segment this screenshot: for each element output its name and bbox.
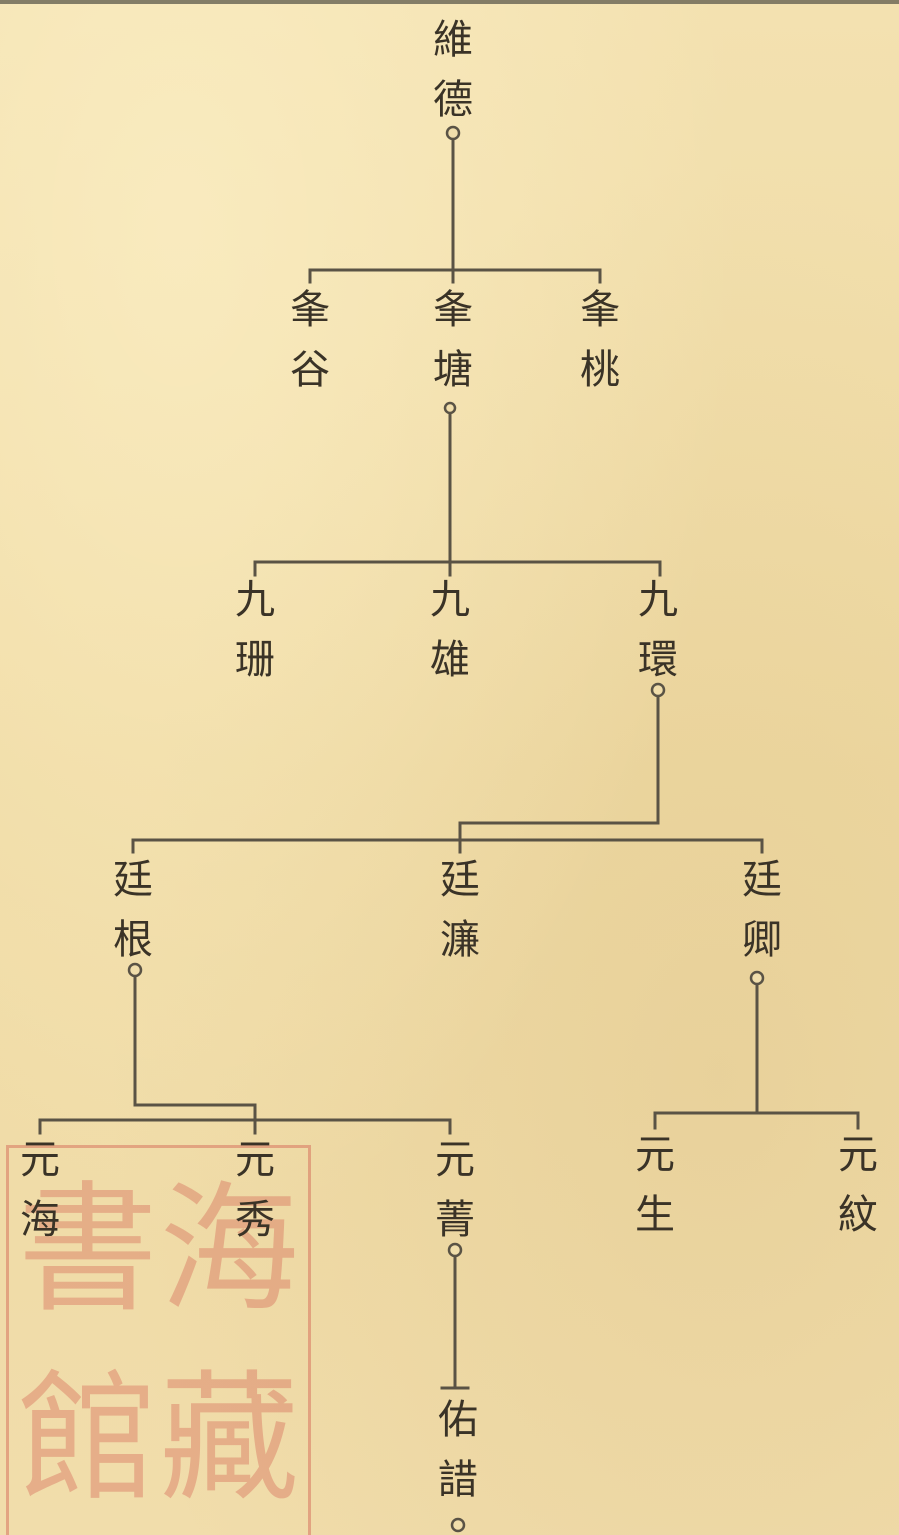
name-char: 夆 [290,287,330,333]
name-char: 諎 [438,1457,478,1503]
name-char: 菁 [435,1197,475,1243]
person-tingqing: 廷 卿 [730,850,794,970]
top-border-line [0,0,899,4]
name-char: 珊 [235,637,275,683]
person-yuanjing: 元 菁 [423,1130,487,1250]
name-char: 廷 [113,857,153,903]
node-marker [447,1242,463,1258]
person-weide: 維 德 [421,10,485,130]
name-char: 九 [235,577,275,623]
name-char: 夆 [580,287,620,333]
name-char: 九 [430,577,470,623]
name-char: 谷 [290,347,330,393]
person-fenggu: 夆 谷 [278,280,342,400]
seal-char: 館 [17,1358,158,1522]
person-fengtang: 夆 塘 [421,280,485,400]
name-char: 元 [435,1137,475,1183]
node-marker [650,682,666,698]
name-char: 德 [433,77,473,123]
name-char: 元 [635,1132,675,1178]
name-char: 卿 [742,917,782,963]
name-char: 塘 [433,347,473,393]
name-char: 佑 [438,1397,478,1443]
node-marker [749,970,765,986]
person-jiushan: 九 珊 [223,570,287,690]
name-char: 生 [635,1192,675,1238]
library-seal-stamp: 書 海 館 藏 [6,1145,311,1535]
name-char: 九 [638,577,678,623]
name-char: 環 [638,637,678,683]
name-char: 廷 [440,857,480,903]
node-marker [127,962,143,978]
name-char: 夆 [433,287,473,333]
person-tinglian: 廷 濂 [428,850,492,970]
node-marker [445,125,461,141]
name-char: 海 [20,1197,60,1243]
name-char: 雄 [430,637,470,683]
name-char: 濂 [440,917,480,963]
node-marker [443,401,457,415]
name-char: 紋 [838,1192,878,1238]
person-jiuxiong: 九 雄 [418,570,482,690]
seal-char: 藏 [159,1358,300,1522]
person-yuanxiu: 元 秀 [223,1130,287,1250]
name-char: 廷 [742,857,782,903]
name-char: 維 [433,17,473,63]
seal-char: 海 [159,1168,300,1332]
person-tinggen: 廷 根 [101,850,165,970]
person-youzhe: 佑 諎 [426,1390,490,1510]
name-char: 元 [20,1137,60,1183]
name-char: 秀 [235,1197,275,1243]
person-fengtao: 夆 桃 [568,280,632,400]
name-char: 根 [113,917,153,963]
person-yuansheng: 元 生 [623,1125,687,1245]
person-yuanwen: 元 紋 [826,1125,890,1245]
name-char: 元 [235,1137,275,1183]
node-marker [450,1517,466,1533]
person-yuanhai: 元 海 [8,1130,72,1250]
name-char: 元 [838,1132,878,1178]
person-jiuhuan: 九 環 [626,570,690,690]
name-char: 桃 [580,347,620,393]
seal-char: 書 [17,1168,158,1332]
